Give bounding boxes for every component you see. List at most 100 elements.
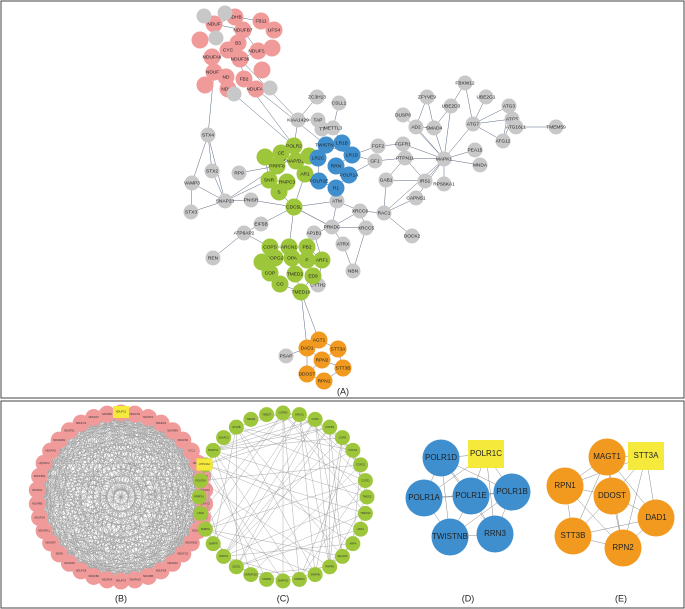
- node-ap1b1[interactable]: AP1B1: [306, 225, 322, 241]
- panel-c-node-cdc5l[interactable]: CDC5L: [228, 559, 244, 575]
- node-zc3h13[interactable]: ZC3H13: [308, 89, 326, 105]
- panel-e-node-stt3b[interactable]: STT3B: [554, 517, 592, 555]
- panel-e-node-ddost[interactable]: DDOST: [593, 477, 631, 515]
- node-lr2c[interactable]: LR2C: [309, 149, 327, 167]
- node-snap23[interactable]: SNAP23: [216, 193, 235, 209]
- node-stx4[interactable]: STX4: [200, 127, 216, 143]
- panel-c-node-arf1[interactable]: ARF1: [353, 521, 369, 537]
- panel-c-node-tmed7[interactable]: TMED7: [259, 407, 275, 423]
- panel-b-node-ndufa6[interactable]: NDUFA6: [98, 571, 116, 589]
- node-rpn2[interactable]: RPN2: [313, 351, 331, 369]
- panel-c-node-arcn1[interactable]: ARCN1: [291, 407, 307, 423]
- node-stx2[interactable]: STX2: [204, 163, 220, 179]
- panel-e-node-dad1[interactable]: DAD1: [637, 499, 675, 537]
- panel-d-node-polr1c[interactable]: POLR1C: [468, 440, 504, 468]
- node-xrcc5[interactable]: XRCC5: [358, 220, 375, 236]
- node-pea15[interactable]: PEA15: [467, 142, 483, 158]
- node-dusp6[interactable]: DUSP6: [395, 107, 411, 123]
- node-csll1[interactable]: CSLL1: [331, 95, 347, 111]
- panel-b-node-ndufs5[interactable]: NDUFS5: [152, 562, 170, 580]
- node-ndufa8[interactable]: NDUFA8: [203, 48, 222, 66]
- node-ed9[interactable]: ED9: [304, 267, 322, 285]
- panel-c-node-snapc1[interactable]: SNAPC1: [205, 442, 221, 458]
- panel-d-node-polr1d[interactable]: POLR1D: [422, 439, 460, 477]
- node-fbxw12[interactable]: FBXW12: [455, 75, 475, 91]
- panel-b-node-ndufa10[interactable]: NDUFA10: [126, 571, 144, 589]
- node-g3[interactable]: [208, 30, 224, 46]
- node-fb2[interactable]: FB2: [235, 70, 253, 88]
- panel-d-node-polr1e[interactable]: POLR1E: [452, 477, 490, 515]
- node-gr3[interactable]: [253, 253, 271, 271]
- panel-c-node-tmed9[interactable]: TMED9: [243, 411, 259, 427]
- panel-c-node-snrpb[interactable]: SNRPB: [307, 567, 323, 583]
- node-snr[interactable]: SNR: [260, 171, 278, 189]
- node-pb2[interactable]: PB2: [298, 238, 316, 256]
- panel-c-node-polr2a[interactable]: POLR2A: [193, 473, 209, 489]
- node-tmed2[interactable]: TMED2: [286, 265, 304, 283]
- node-zfyve9[interactable]: ZFYVE9: [418, 89, 436, 105]
- node-capns1[interactable]: CAPNS1: [406, 190, 426, 206]
- panel-b-node-ndufs7[interactable]: NDUFS7: [112, 572, 130, 590]
- panel-c-node-copa[interactable]: COPA: [307, 411, 323, 427]
- panel-c-node-sec16a[interactable]: SEC16A: [334, 548, 350, 564]
- node-ptpn11[interactable]: PTPN11: [396, 150, 414, 166]
- node-lr1b[interactable]: LR1B: [333, 134, 351, 152]
- panel-c-node-prpf8[interactable]: PRPF8: [322, 559, 338, 575]
- node-snapc[interactable]: SNAP/D2C/: [283, 152, 309, 170]
- panel-c-node-arf4[interactable]: ARF4: [345, 536, 361, 552]
- panel-b-node-ndufs4[interactable]: NDUFS4: [31, 509, 49, 527]
- node-rps6ka1[interactable]: RPS6KA1: [433, 176, 455, 192]
- panel-d-node-polr1a[interactable]: POLR1A: [405, 479, 443, 517]
- node-rpn1[interactable]: RPN1: [315, 372, 333, 390]
- node-stt3b[interactable]: STT3B: [334, 359, 352, 377]
- node-p3[interactable]: [263, 39, 281, 57]
- node-fb11[interactable]: FB11: [252, 12, 270, 30]
- node-tt[interactable]: TT: [314, 121, 330, 137]
- node-stx3[interactable]: STX3: [183, 204, 199, 220]
- panel-d-node-twistnb[interactable]: TWISTNB: [431, 518, 469, 556]
- node-co[interactable]: CO: [271, 275, 289, 293]
- node-dock2[interactable]: DOCK2: [404, 228, 421, 244]
- node-p[interactable]: P: [298, 251, 316, 269]
- node-cyc[interactable]: CYC: [219, 41, 237, 59]
- node-agt1[interactable]: AGT1: [310, 331, 328, 349]
- node-ufs4[interactable]: UFS4: [265, 21, 283, 39]
- panel-c-node-tmed2[interactable]: TMED2: [359, 489, 375, 505]
- panel-b-node-ndufb6[interactable]: NDUFB6: [139, 567, 157, 585]
- node-polr1e[interactable]: POLR1E: [310, 172, 329, 190]
- node-cdc5l[interactable]: CDC5L: [285, 198, 303, 216]
- node-atp6ap2[interactable]: ATP6AP2: [234, 225, 255, 241]
- panel-c-node-rnpc3[interactable]: RNPC3: [216, 548, 232, 564]
- panel-c-node-cope[interactable]: COPE: [334, 430, 350, 446]
- node-vamp3[interactable]: VAMP3: [184, 175, 200, 191]
- panel-c-node-copg1[interactable]: COPG1: [345, 442, 361, 458]
- panel-c-node-snrpd1[interactable]: SNRPD1: [291, 571, 307, 587]
- node-ndufa6[interactable]: NDUFA6: [247, 80, 266, 98]
- node-ren[interactable]: REN: [205, 250, 221, 266]
- panel-c-node-copb1[interactable]: COPB1: [322, 419, 338, 435]
- node-g2[interactable]: [217, 5, 233, 21]
- node-mapk1[interactable]: MAPK1: [436, 151, 453, 167]
- node-tmem59[interactable]: TMEM59: [546, 119, 566, 135]
- node-gab1[interactable]: GAB1: [378, 172, 394, 188]
- panel-c-node-snrnp200[interactable]: SNRNP200: [243, 567, 259, 583]
- node-p2[interactable]: [253, 61, 271, 79]
- node-xrcc6[interactable]: XRCC6: [352, 203, 369, 219]
- node-kiaa1429[interactable]: KIAA1429: [287, 112, 309, 128]
- panel-c-node-tmed10[interactable]: TMED10: [357, 505, 373, 521]
- node-pnisr[interactable]: PNISR: [243, 192, 259, 208]
- panel-b-node-ndufa1[interactable]: NDUFA1: [28, 481, 46, 499]
- panel-c-node-snrpe[interactable]: SNRPE: [259, 571, 275, 587]
- panel-b-hub-ndufs1[interactable]: NDUFS1: [113, 406, 129, 418]
- node-prkdc[interactable]: PRKDC: [324, 219, 341, 235]
- panel-c-node-gtf2b[interactable]: GTF2B: [228, 419, 244, 435]
- node-g1[interactable]: [196, 8, 212, 24]
- node-atrx[interactable]: ATRX: [335, 236, 351, 252]
- node-atg7[interactable]: ATG7: [465, 116, 481, 132]
- panel-b-node-ndufv1[interactable]: NDUFV1: [139, 409, 157, 427]
- node-ce[interactable]: CE: [272, 144, 290, 162]
- node-dad1[interactable]: DAD1: [298, 339, 316, 357]
- panel-c-node-snrpd2[interactable]: SNRPD2: [275, 573, 291, 589]
- panel-e-node-rpn1[interactable]: RPN1: [546, 467, 584, 505]
- node-polr1a[interactable]: POLR1A: [340, 166, 360, 184]
